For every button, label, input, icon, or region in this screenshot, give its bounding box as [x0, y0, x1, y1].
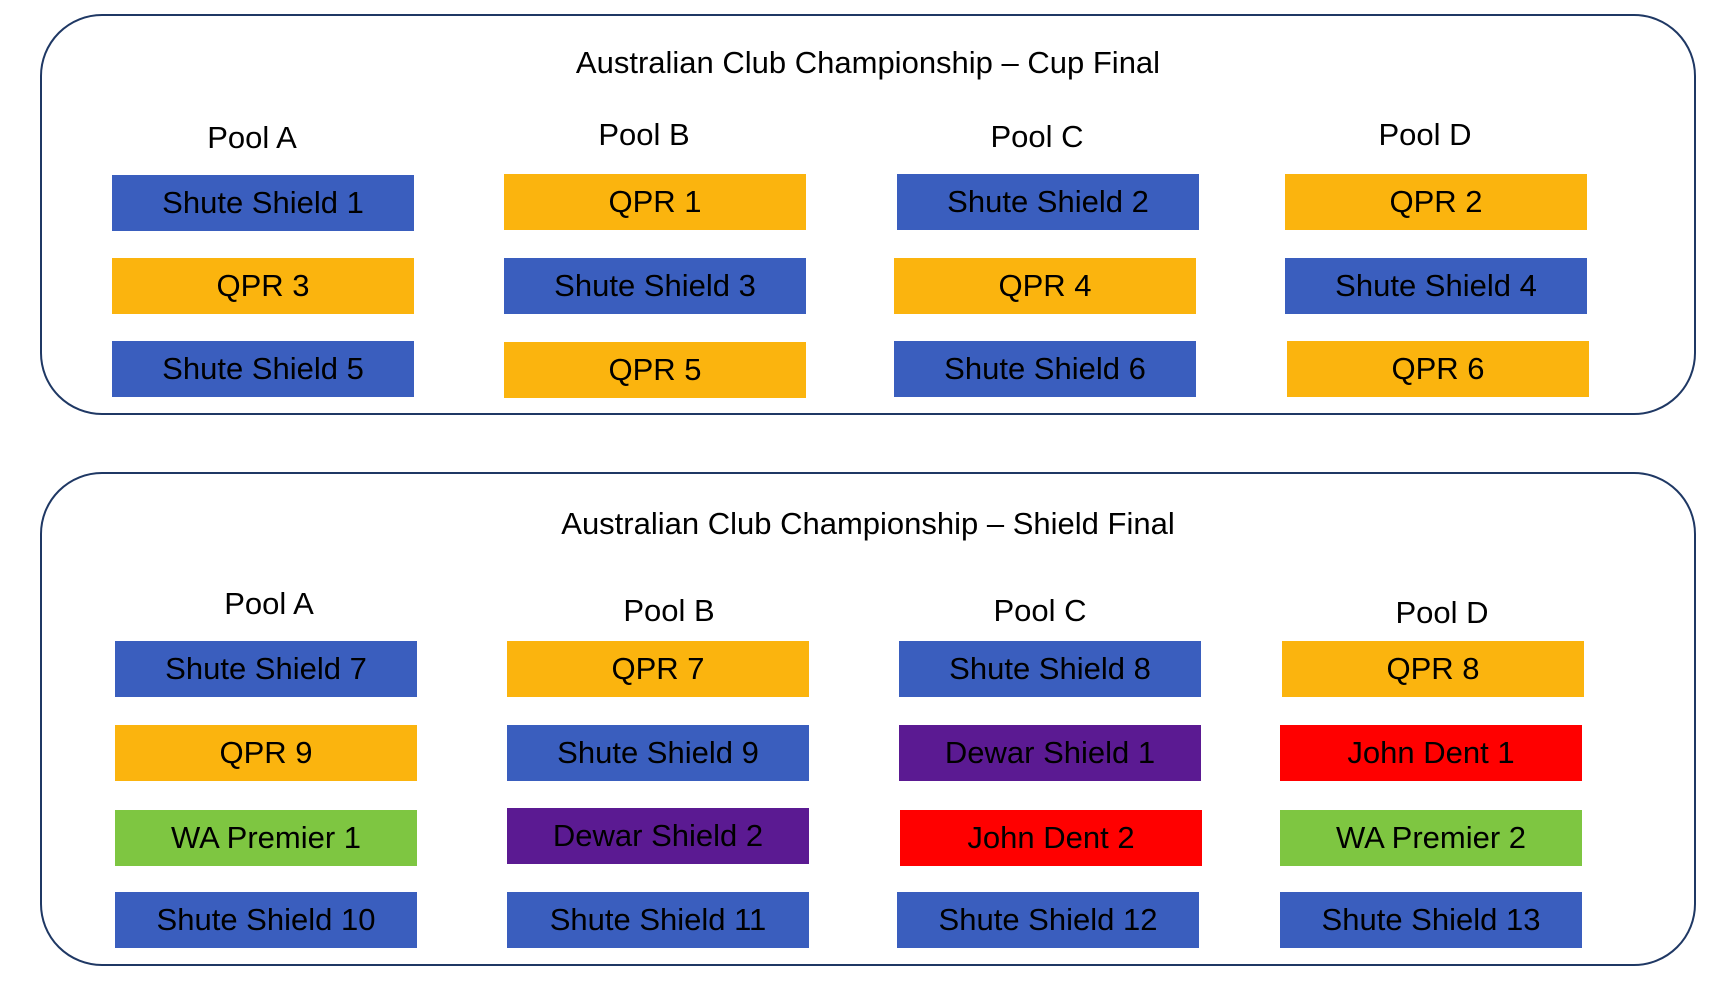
team-box: QPR 7 — [507, 641, 809, 697]
team-box: Shute Shield 8 — [899, 641, 1201, 697]
team-box: QPR 8 — [1282, 641, 1584, 697]
cup-final-panel: Australian Club Championship – Cup Final… — [40, 14, 1696, 415]
panel-title: Australian Club Championship – Cup Final — [575, 45, 1161, 80]
team-box: Dewar Shield 1 — [899, 725, 1201, 781]
pool-label: Pool D — [1395, 595, 1489, 630]
pool-label: Pool A — [207, 120, 297, 155]
team-box: Shute Shield 5 — [112, 341, 414, 397]
team-box: Shute Shield 4 — [1285, 258, 1587, 314]
pool-label: Pool D — [1378, 117, 1472, 152]
shield-final-panel: Australian Club Championship – Shield Fi… — [40, 472, 1696, 966]
team-box: Shute Shield 7 — [115, 641, 417, 697]
pool-label: Pool C — [990, 119, 1084, 154]
team-box: Shute Shield 10 — [115, 892, 417, 948]
team-box: Shute Shield 1 — [112, 175, 414, 231]
team-box: John Dent 1 — [1280, 725, 1582, 781]
team-box: Shute Shield 11 — [507, 892, 809, 948]
pool-label: Pool A — [224, 586, 314, 621]
pool-label: Pool C — [993, 593, 1087, 628]
team-box: Shute Shield 3 — [504, 258, 806, 314]
team-box: QPR 1 — [504, 174, 806, 230]
team-box: Dewar Shield 2 — [507, 808, 809, 864]
team-box: QPR 5 — [504, 342, 806, 398]
pool-label: Pool B — [623, 593, 715, 628]
team-box: QPR 2 — [1285, 174, 1587, 230]
pool-label: Pool B — [598, 117, 690, 152]
team-box: WA Premier 2 — [1280, 810, 1582, 866]
team-box: Shute Shield 13 — [1280, 892, 1582, 948]
panel-title: Australian Club Championship – Shield Fi… — [561, 506, 1175, 541]
team-box: QPR 3 — [112, 258, 414, 314]
team-box: QPR 4 — [894, 258, 1196, 314]
team-box: Shute Shield 12 — [897, 892, 1199, 948]
team-box: Shute Shield 6 — [894, 341, 1196, 397]
team-box: John Dent 2 — [900, 810, 1202, 866]
team-box: QPR 9 — [115, 725, 417, 781]
team-box: Shute Shield 9 — [507, 725, 809, 781]
team-box: QPR 6 — [1287, 341, 1589, 397]
team-box: Shute Shield 2 — [897, 174, 1199, 230]
team-box: WA Premier 1 — [115, 810, 417, 866]
